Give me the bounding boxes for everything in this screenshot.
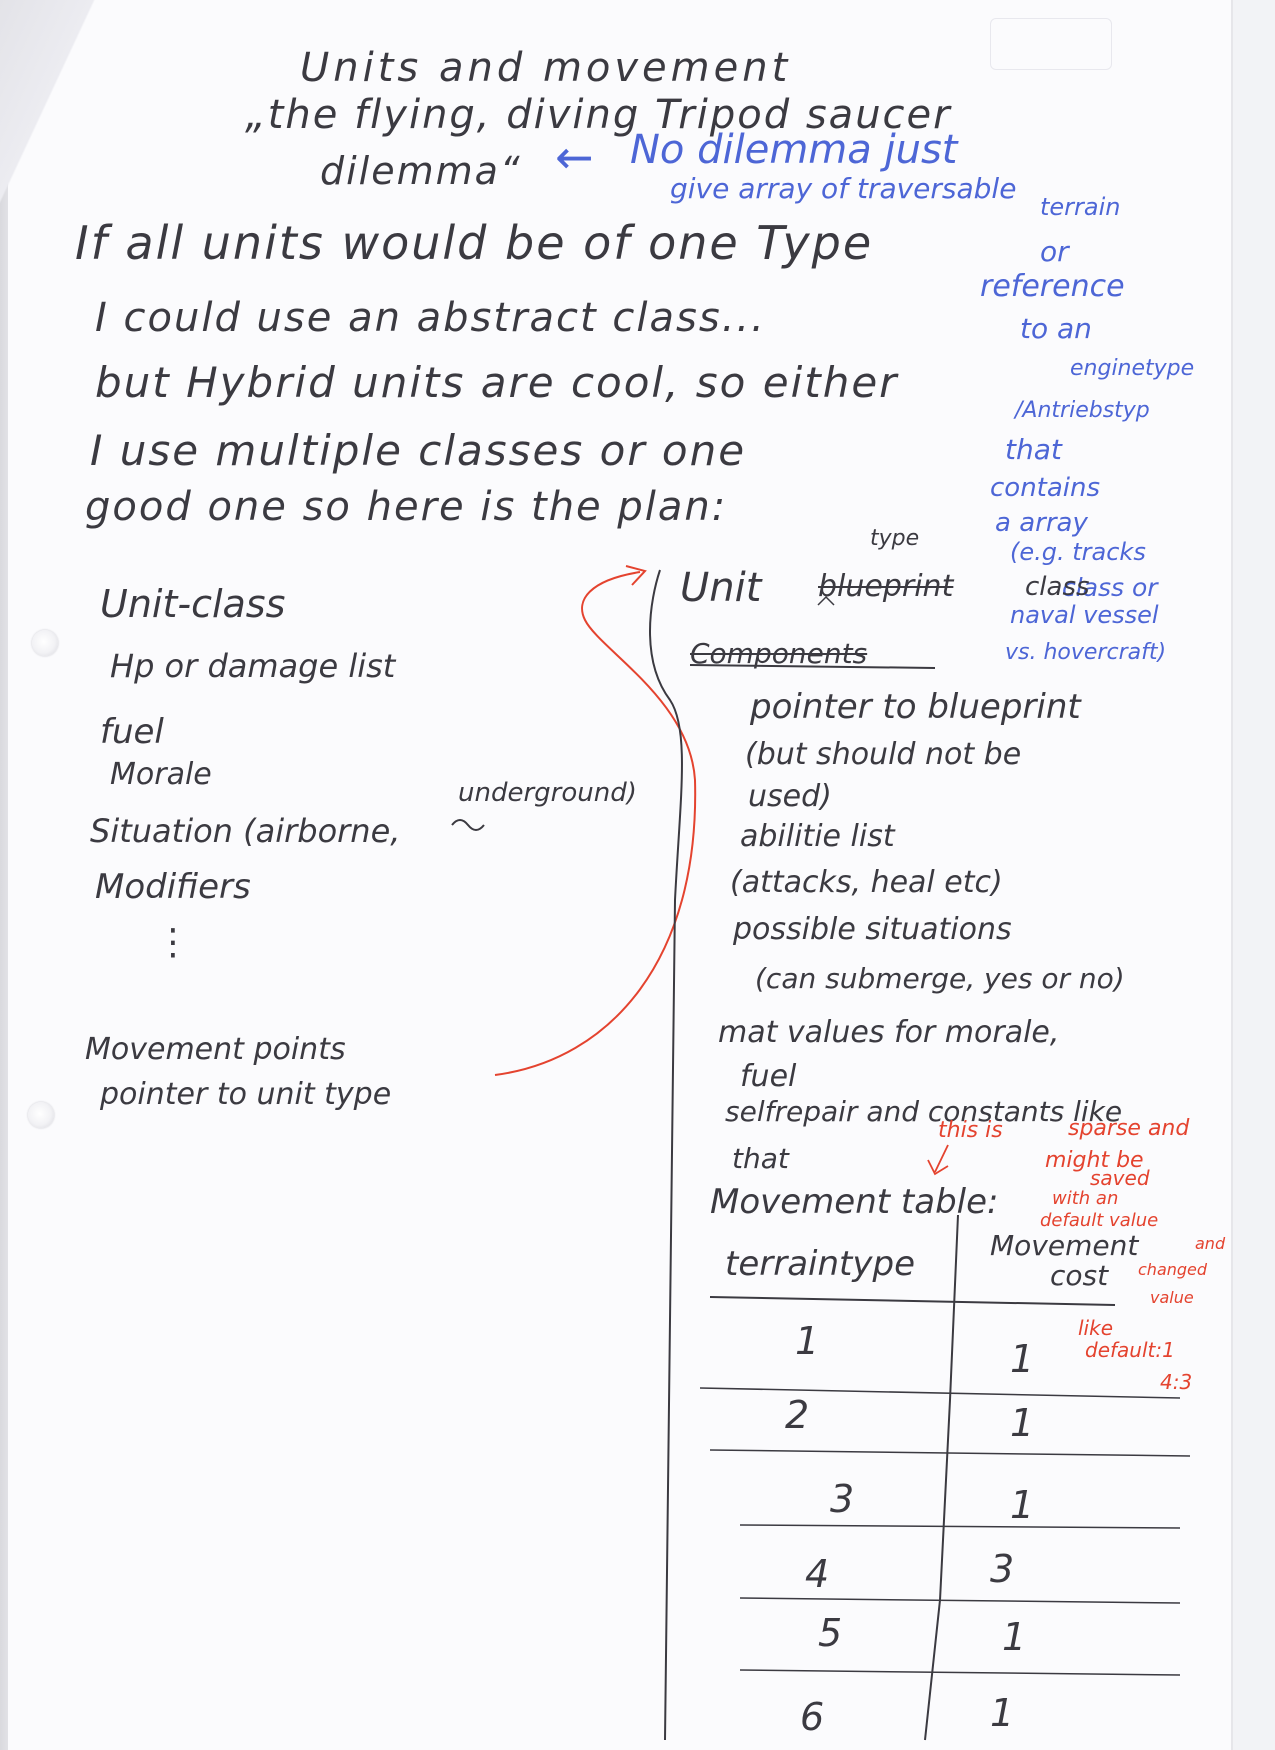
red-note-sparse-7: changed xyxy=(1138,1260,1208,1279)
red-note-sparse-3: saved xyxy=(1090,1166,1150,1190)
table-row-5-cost: 1 xyxy=(1002,1615,1027,1659)
table-header-terraintype: terraintype xyxy=(725,1244,915,1284)
unit-class-ellipsis: ⋮ xyxy=(155,922,191,963)
unit-class-item-hp: Hp or damage list xyxy=(110,647,396,685)
blue-note-line-4: or xyxy=(1040,235,1069,268)
table-row-3-terrain: 3 xyxy=(830,1477,855,1521)
title-line-1: Units and movement xyxy=(300,45,792,91)
table-row-4-terrain: 4 xyxy=(805,1552,830,1596)
unit-type-heading: Unit xyxy=(680,565,762,611)
red-note-this-is: this is xyxy=(938,1118,1003,1143)
unit-type-line-4: abilitie list xyxy=(740,819,895,854)
blue-note-line-3: terrain xyxy=(1040,193,1121,221)
intro-line-5: good one so here is the plan: xyxy=(85,484,728,530)
folded-corner xyxy=(0,0,100,230)
red-note-like-2: default:1 xyxy=(1085,1338,1175,1362)
table-header-cost: cost xyxy=(1050,1259,1109,1292)
red-note-sparse-1: sparse and xyxy=(1068,1116,1190,1141)
blue-note-line-13: class or xyxy=(1062,573,1158,602)
blue-note-line-1: No dilemma just xyxy=(630,127,958,173)
intro-line-4: I use multiple classes or one xyxy=(90,426,747,475)
unit-type-struck-blueprint: blueprint xyxy=(818,569,954,604)
red-note-like-3: 4:3 xyxy=(1160,1370,1193,1394)
unit-class-item-fuel: fuel xyxy=(100,712,164,752)
unit-type-line-3: used) xyxy=(748,779,832,814)
unit-type-line-7: (can submerge, yes or no) xyxy=(755,962,1125,995)
blue-note-line-11: a array xyxy=(995,508,1088,538)
title-line-3: dilemma“ xyxy=(320,149,522,193)
red-note-like-1: like xyxy=(1078,1316,1113,1340)
blue-note-line-9: that xyxy=(1005,433,1062,466)
blue-note-line-10: contains xyxy=(990,473,1101,503)
unit-type-line-6: possible situations xyxy=(733,912,1012,947)
red-note-sparse-8: value xyxy=(1150,1288,1194,1307)
table-row-4-cost: 3 xyxy=(990,1547,1015,1591)
table-row-2-cost: 1 xyxy=(1010,1401,1035,1445)
unit-type-line-1: pointer to blueprint xyxy=(750,687,1081,727)
blue-note-line-6: to an xyxy=(1020,312,1092,345)
blue-arrow-icon: ← xyxy=(555,130,594,184)
red-note-sparse-5: default value xyxy=(1040,1210,1159,1231)
punch-hole-top xyxy=(32,630,58,656)
table-row-5-terrain: 5 xyxy=(818,1611,843,1655)
unit-type-line-10: selfrepair and constants like xyxy=(725,1095,1123,1128)
unit-class-movement-points: Movement points xyxy=(85,1032,346,1067)
red-note-sparse-4: with an xyxy=(1052,1188,1119,1209)
table-header-movement: Movement xyxy=(990,1229,1139,1262)
blue-note-line-8: /Antriebstyp xyxy=(1015,398,1150,423)
table-row-1-cost: 1 xyxy=(1010,1337,1035,1381)
red-note-sparse-2: might be xyxy=(1045,1148,1144,1173)
unit-type-line-8: mat values for morale, xyxy=(718,1015,1060,1050)
punch-hole-bottom xyxy=(28,1102,54,1128)
intro-line-3: but Hybrid units are cool, so either xyxy=(95,358,899,407)
intro-line-2: I could use an abstract class... xyxy=(95,295,766,341)
unit-type-struck-components: Components xyxy=(690,637,868,670)
unit-type-tail: class xyxy=(1025,572,1090,602)
intro-line-1: If all units would be of one Type xyxy=(75,216,874,270)
table-row-3-cost: 1 xyxy=(1010,1483,1035,1527)
blue-note-line-14: naval vessel xyxy=(1010,601,1159,629)
unit-type-line-11: that xyxy=(732,1142,789,1175)
unit-type-line-5: (attacks, heal etc) xyxy=(730,865,1003,900)
unit-class-pointer: pointer to unit type xyxy=(100,1077,392,1112)
unit-type-inserted-word: type xyxy=(870,526,920,551)
unit-type-line-9: fuel xyxy=(740,1059,797,1094)
movement-table-label: Movement table: xyxy=(710,1182,999,1222)
unit-class-situation-extra: underground) xyxy=(458,778,637,808)
blue-note-line-2: give array of traversable xyxy=(670,172,1017,205)
blue-note-line-12: (e.g. tracks xyxy=(1010,538,1146,566)
unit-class-item-morale: Morale xyxy=(110,757,212,792)
title-line-2: „the flying, diving Tripod saucer xyxy=(245,92,952,138)
table-row-6-terrain: 6 xyxy=(800,1695,825,1739)
unit-class-item-modifiers: Modifiers xyxy=(95,867,251,907)
unit-type-line-2: (but should not be xyxy=(745,737,1022,772)
table-row-2-terrain: 2 xyxy=(785,1393,810,1437)
table-row-1-terrain: 1 xyxy=(795,1319,820,1363)
red-note-sparse-6: and xyxy=(1195,1234,1226,1253)
faint-bleedthrough-mark xyxy=(990,18,1112,70)
blue-note-line-15: vs. hovercraft) xyxy=(1005,640,1167,665)
unit-class-heading: Unit-class xyxy=(100,582,286,626)
blue-note-line-5: reference xyxy=(980,269,1125,304)
blue-note-line-7: enginetype xyxy=(1070,356,1195,381)
unit-class-item-situation: Situation (airborne, xyxy=(90,812,401,850)
table-row-6-cost: 1 xyxy=(990,1691,1015,1735)
